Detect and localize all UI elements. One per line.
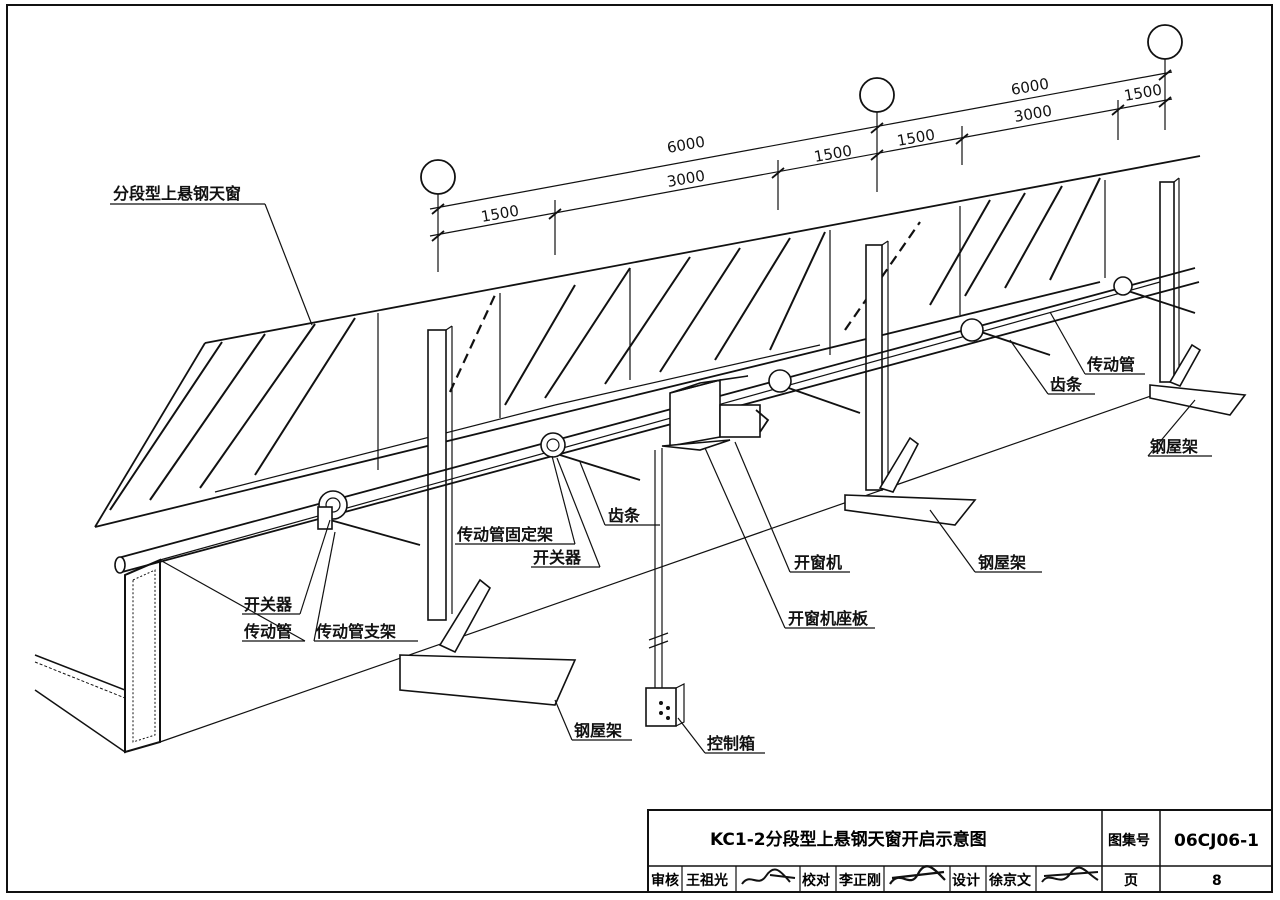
- label-opener-base: 开窗机座板: [788, 609, 869, 628]
- design-label: 设计: [952, 872, 980, 889]
- label-skylight: 分段型上悬钢天窗: [113, 184, 241, 203]
- label-drive-tube-support: 传动管支架: [315, 622, 396, 641]
- page-label: 页: [1124, 873, 1138, 889]
- label-switch-left: 开关器: [244, 595, 293, 614]
- label-switch-mid: 开关器: [533, 548, 582, 567]
- signature-checker: [889, 865, 946, 885]
- title-block-title: KC1-2分段型上悬钢天窗开启示意图: [710, 829, 987, 850]
- dim-1500-mid-a: 1500: [813, 142, 854, 166]
- label-rack-mid: 齿条: [608, 506, 641, 525]
- label-drive-tube-top: 传动管: [1086, 355, 1135, 374]
- label-control-box: 控制箱: [707, 734, 755, 753]
- leader-lines: [110, 203, 1212, 754]
- steel-truss-seats: [399, 343, 1247, 706]
- control-box: [645, 683, 685, 727]
- check-label: 校对: [802, 872, 830, 889]
- atlas-label: 图集号: [1108, 832, 1150, 849]
- axis-marker-right: [1147, 24, 1183, 60]
- skylight-glazing: [94, 155, 1201, 528]
- title-block: [647, 809, 1273, 893]
- reviewer-name: 王祖光: [686, 872, 728, 889]
- drive-tube: [114, 267, 1200, 574]
- atlas-code: 06CJ06-1: [1174, 831, 1259, 851]
- review-label: 审核: [651, 872, 679, 889]
- dim-6000-left: 6000: [666, 133, 707, 157]
- support-posts: [427, 177, 1180, 621]
- window-opener-unit: [648, 375, 770, 690]
- signature-reviewer: [741, 868, 796, 885]
- designer-name: 徐京文: [988, 872, 1032, 889]
- checker-name: 李正刚: [838, 872, 881, 889]
- axis-marker-mid: [859, 77, 895, 113]
- label-rack-top: 齿条: [1050, 375, 1083, 394]
- label-steel-truss-right: 钢屋架: [1150, 437, 1198, 456]
- dim-1500-left: 1500: [480, 202, 521, 226]
- label-steel-truss-mid: 钢屋架: [978, 553, 1026, 572]
- axis-marker-left: [420, 159, 456, 195]
- label-drive-tube-left: 传动管: [243, 622, 292, 641]
- dimension-lines: [420, 24, 1183, 272]
- dim-1500-mid-b: 1500: [896, 126, 937, 150]
- label-drive-tube-fixing: 传动管固定架: [456, 525, 553, 544]
- label-steel-truss-bottom: 钢屋架: [574, 721, 622, 740]
- drawing-frame: [6, 4, 1273, 893]
- signature-designer: [1041, 866, 1099, 883]
- label-window-opener: 开窗机: [794, 553, 842, 572]
- page-number: 8: [1212, 873, 1222, 889]
- dim-3000-left: 3000: [666, 167, 707, 191]
